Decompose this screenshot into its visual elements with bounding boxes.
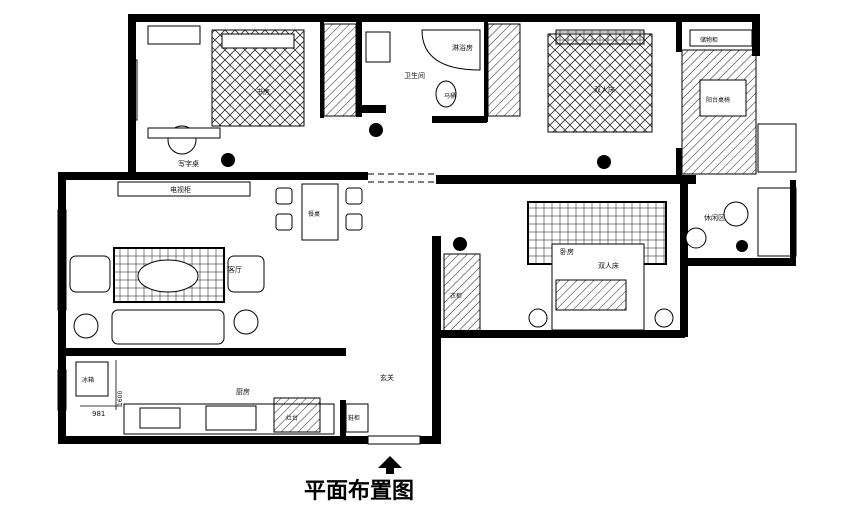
study-shelf xyxy=(147,25,201,45)
plan-title: 平面布置图 xyxy=(304,478,414,504)
label-second-bedroom: 卧房 xyxy=(560,247,574,256)
label-tv-cabinet: 电视柜 xyxy=(170,185,191,194)
dining-chair xyxy=(275,187,293,205)
kitchen-cabinet xyxy=(273,397,321,433)
bathroom xyxy=(365,29,481,137)
tv-cabinet xyxy=(117,181,251,197)
fridge xyxy=(75,361,109,397)
lounge-chair xyxy=(685,227,707,249)
armchair xyxy=(227,255,265,293)
plant-icon xyxy=(736,240,748,252)
passage-dashes xyxy=(368,173,434,183)
label-balcony-table: 阳台桌椅 xyxy=(706,96,730,104)
kitchen xyxy=(75,360,335,435)
balcony-table xyxy=(699,79,747,117)
label-dining-table: 餐桌 xyxy=(308,210,320,218)
label-shower: 淋浴房 xyxy=(452,43,473,52)
dim-kitchen-length: 981 xyxy=(92,410,105,418)
shower-icon xyxy=(421,29,481,71)
label-fridge: 冰箱 xyxy=(82,376,94,384)
balcony-cabinet xyxy=(689,29,753,47)
label-stove: 灶台 xyxy=(286,414,298,422)
counter xyxy=(123,403,335,435)
sink-icon xyxy=(365,31,391,63)
label-shoe-cabinet: 鞋柜 xyxy=(348,414,360,422)
dining-chair xyxy=(275,213,293,231)
nightstand xyxy=(528,308,548,328)
walls xyxy=(58,14,796,444)
master-bed xyxy=(547,33,653,133)
entry-arrow-icon xyxy=(378,456,402,474)
study-desk xyxy=(147,127,221,139)
label-toilet: 马桶 xyxy=(444,92,456,100)
plant-icon xyxy=(369,123,383,137)
shoe-cabinet xyxy=(345,403,369,433)
entrance xyxy=(345,403,402,474)
coffee-table xyxy=(137,259,199,293)
label-study: 书房 xyxy=(256,87,270,96)
label-wardrobe: 衣柜 xyxy=(450,292,462,300)
label-entrance: 玄关 xyxy=(380,373,394,382)
label-study-desk: 写字桌 xyxy=(178,159,199,168)
dining-table xyxy=(301,183,339,241)
dining-chair xyxy=(345,213,363,231)
plant-icon xyxy=(597,155,611,169)
second-bed-fold xyxy=(555,279,627,311)
label-master-bed: 双人床 xyxy=(594,85,615,94)
balcony xyxy=(681,29,757,175)
nightstand xyxy=(654,308,674,328)
master-headboard xyxy=(555,29,645,45)
label-second-bed: 双人床 xyxy=(598,261,619,270)
living-room xyxy=(69,181,363,345)
study-bed-pillow xyxy=(221,33,295,49)
room-labels: 书房 写字桌 卫生间 淋浴房 马桶 双人床 储物柜 阳台桌椅 电视柜 餐桌 客厅… xyxy=(82,36,730,422)
second-wardrobe xyxy=(443,253,481,333)
stove-icon xyxy=(205,405,257,431)
label-relax-area: 休闲区 xyxy=(704,213,725,222)
windows xyxy=(57,59,797,445)
label-balcony-cabinet: 储物柜 xyxy=(700,36,718,44)
armchair xyxy=(69,255,111,293)
dimension-annotations: 1600 981 xyxy=(92,391,124,418)
side-table xyxy=(73,313,99,339)
master-bedroom xyxy=(487,23,653,169)
label-kitchen: 厨房 xyxy=(236,387,250,396)
plant-icon xyxy=(453,237,467,251)
study-wardrobe xyxy=(323,23,357,117)
lounge-chair xyxy=(723,201,749,227)
label-bathroom: 卫生间 xyxy=(404,71,425,80)
toilet-icon xyxy=(435,80,457,108)
master-wardrobe xyxy=(487,23,521,117)
sofa xyxy=(111,309,225,345)
second-bedroom xyxy=(443,201,749,333)
dining-chair xyxy=(345,187,363,205)
dim-kitchen-depth: 1600 xyxy=(117,391,124,406)
side-table xyxy=(233,309,259,335)
sink-icon xyxy=(139,407,181,429)
plant-icon xyxy=(221,153,235,167)
study-room xyxy=(147,23,357,167)
label-living-room: 客厅 xyxy=(228,265,242,274)
